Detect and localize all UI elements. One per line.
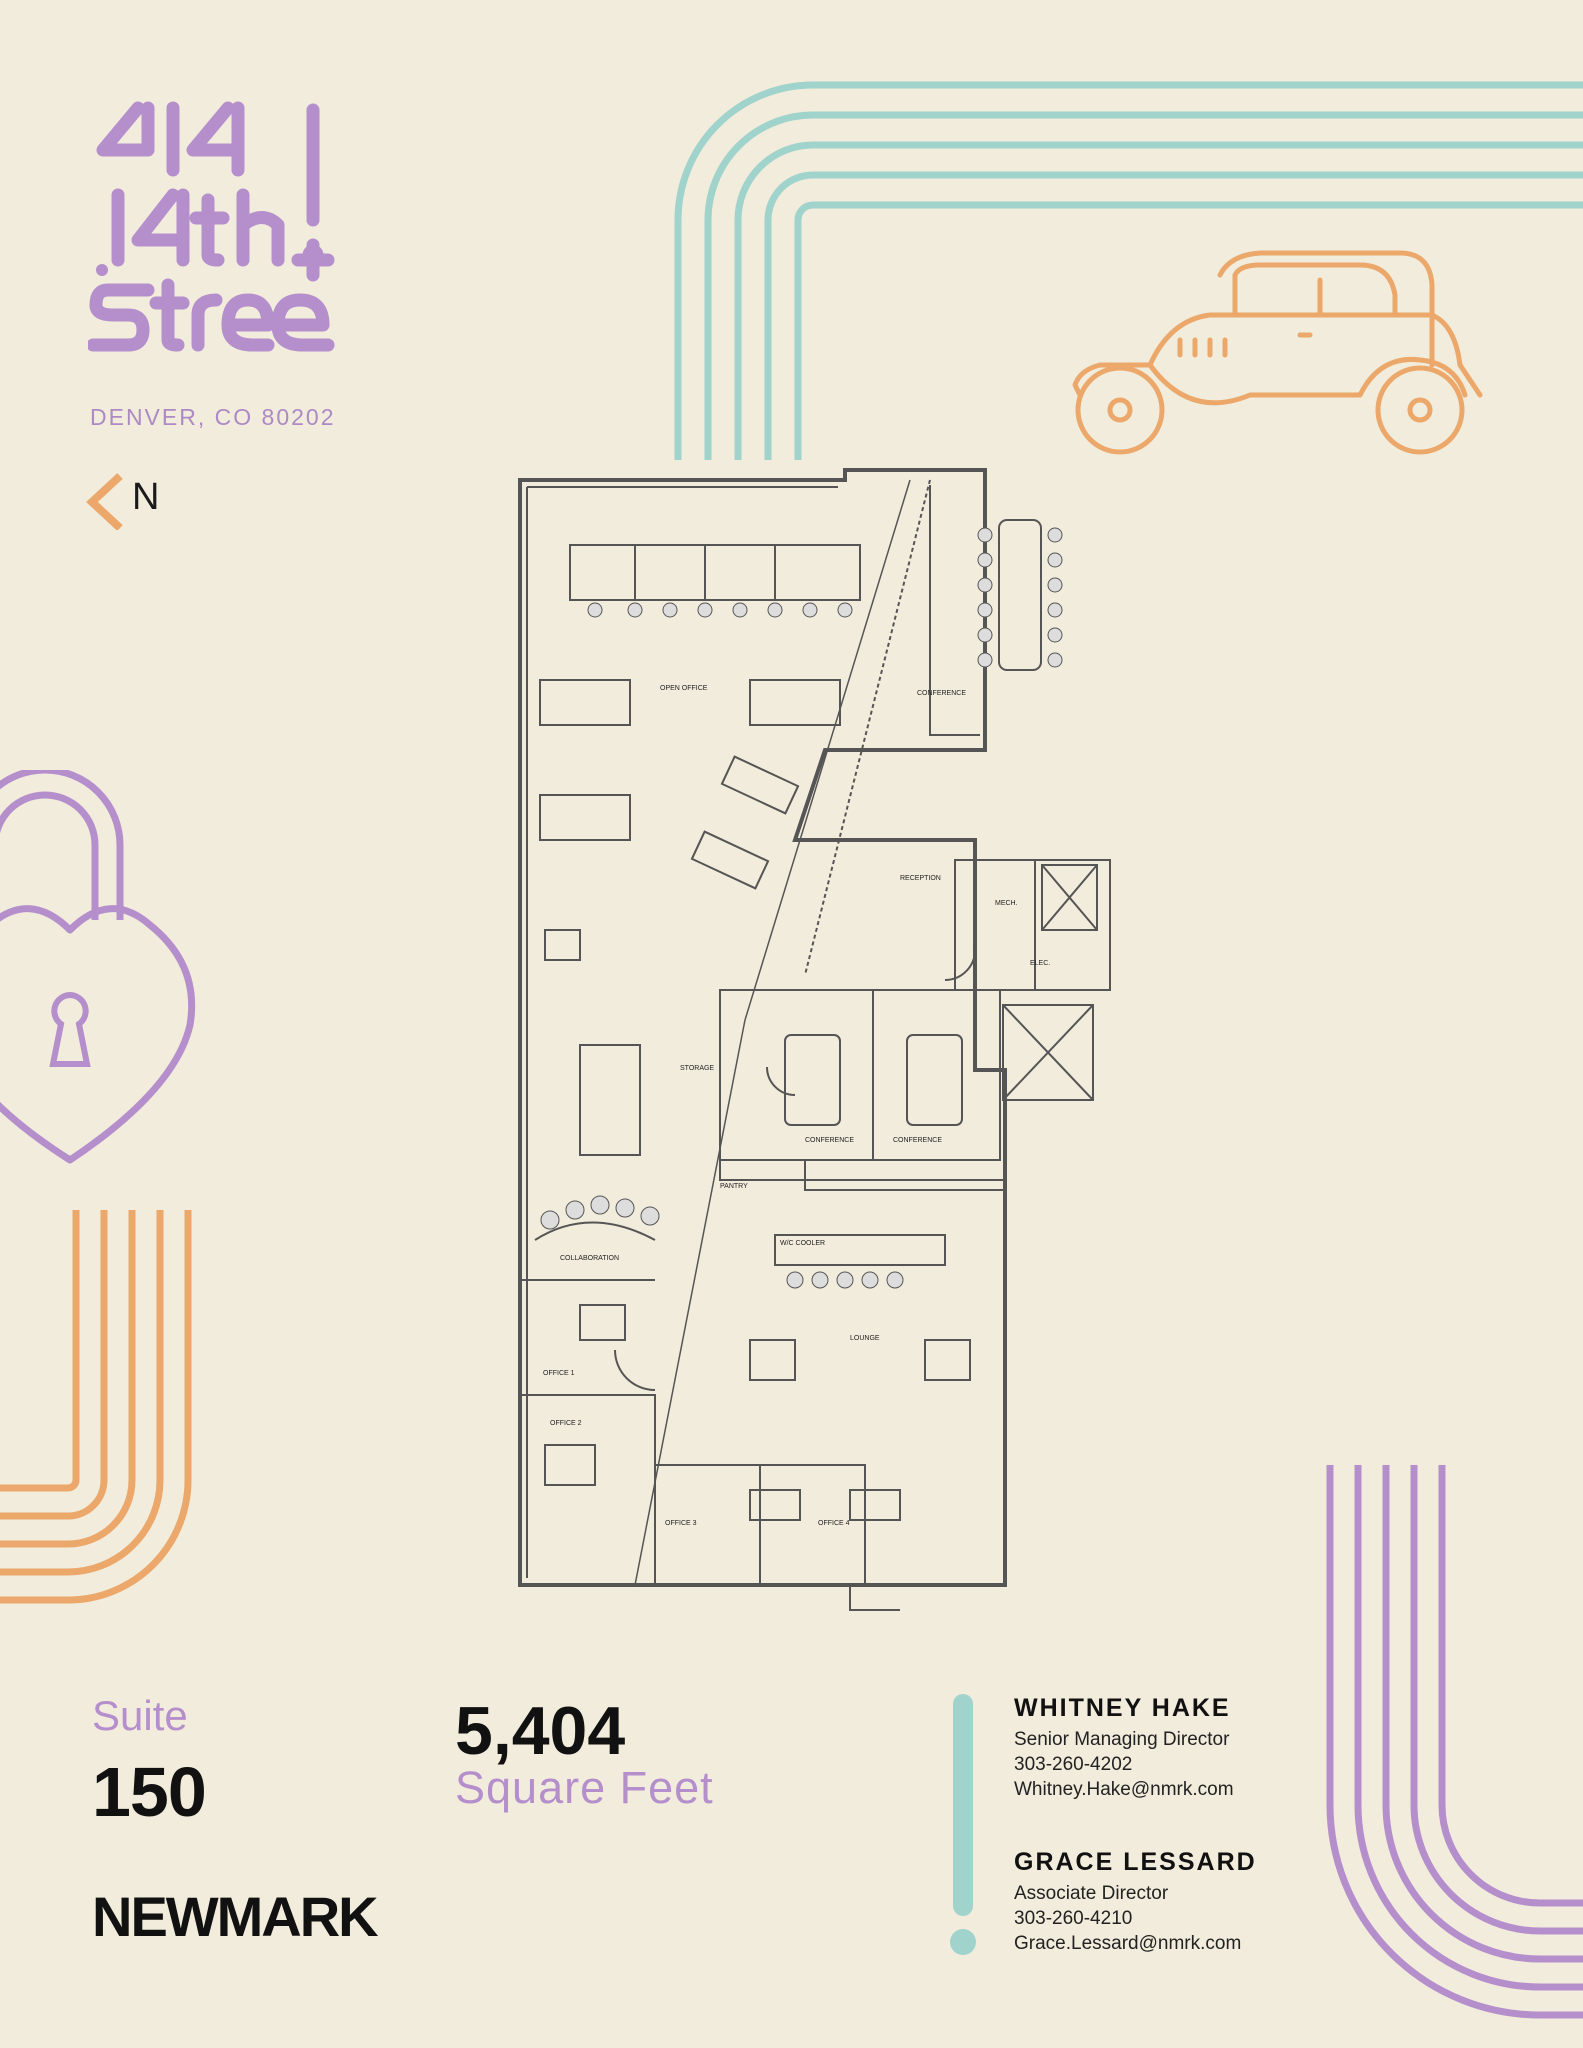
contact-email[interactable]: Grace.Lessard@nmrk.com: [1014, 1933, 1242, 1954]
svg-text:PANTRY: PANTRY: [720, 1183, 748, 1190]
north-label: N: [132, 476, 160, 518]
svg-text:W/C COOLER: W/C COOLER: [780, 1240, 825, 1247]
contact-name: WHITNEY HAKE: [1014, 1694, 1231, 1722]
svg-text:LOUNGE: LOUNGE: [850, 1335, 880, 1342]
svg-text:COLLABORATION: COLLABORATION: [560, 1255, 619, 1262]
contact-phone[interactable]: 303-260-4210: [1014, 1908, 1133, 1929]
contact-name: GRACE LESSARD: [1014, 1848, 1257, 1876]
orange-arch-decoration: [0, 1210, 192, 1604]
svg-text:MECH.: MECH.: [995, 900, 1018, 907]
purple-arch-decoration: [1326, 1465, 1583, 2019]
contact-title: Senior Managing Director: [1014, 1729, 1230, 1750]
newmark-logo: NEWMARK: [92, 1885, 379, 1948]
svg-text:OFFICE 3: OFFICE 3: [665, 1520, 697, 1527]
logo-414-14th-street: [88, 100, 358, 390]
svg-text:RECEPTION: RECEPTION: [900, 875, 941, 882]
svg-text:CONFERENCE: CONFERENCE: [893, 1137, 942, 1144]
contact-email[interactable]: Whitney.Hake@nmrk.com: [1014, 1779, 1234, 1800]
svg-text:OFFICE 4: OFFICE 4: [818, 1520, 850, 1527]
exclamation-bar-decoration: [950, 1694, 976, 1955]
contact-title: Associate Director: [1014, 1883, 1169, 1904]
svg-text:ELEC.: ELEC.: [1030, 960, 1050, 967]
svg-text:STORAGE: STORAGE: [680, 1065, 714, 1072]
svg-text:CONFERENCE: CONFERENCE: [917, 690, 966, 697]
vintage-car-icon: [1072, 250, 1483, 455]
suite-label: Suite: [92, 1692, 188, 1739]
contact-phone[interactable]: 303-260-4202: [1014, 1754, 1133, 1775]
svg-text:OFFICE 2: OFFICE 2: [550, 1420, 582, 1427]
north-arrow-icon: [86, 473, 123, 530]
svg-text:OFFICE 1: OFFICE 1: [543, 1370, 575, 1377]
suite-number: 150: [92, 1753, 207, 1831]
square-footage-unit: Square Feet: [455, 1762, 714, 1813]
floor-plan: OPEN OFFICE CONFERENCE RECEPTION MECH. E…: [518, 468, 1111, 1611]
teal-arch-decoration: [674, 81, 1583, 460]
svg-text:CONFERENCE: CONFERENCE: [805, 1137, 854, 1144]
heart-lock-icon: [0, 770, 196, 1164]
city-address: DENVER, CO 80202: [90, 404, 336, 430]
room-label-open-office: OPEN OFFICE: [660, 685, 708, 692]
contact-card: GRACE LESSARD Associate Director 303-260…: [1014, 1848, 1314, 1956]
contact-card: WHITNEY HAKE Senior Managing Director 30…: [1014, 1694, 1314, 1802]
square-footage-value: 5,404: [455, 1693, 626, 1769]
